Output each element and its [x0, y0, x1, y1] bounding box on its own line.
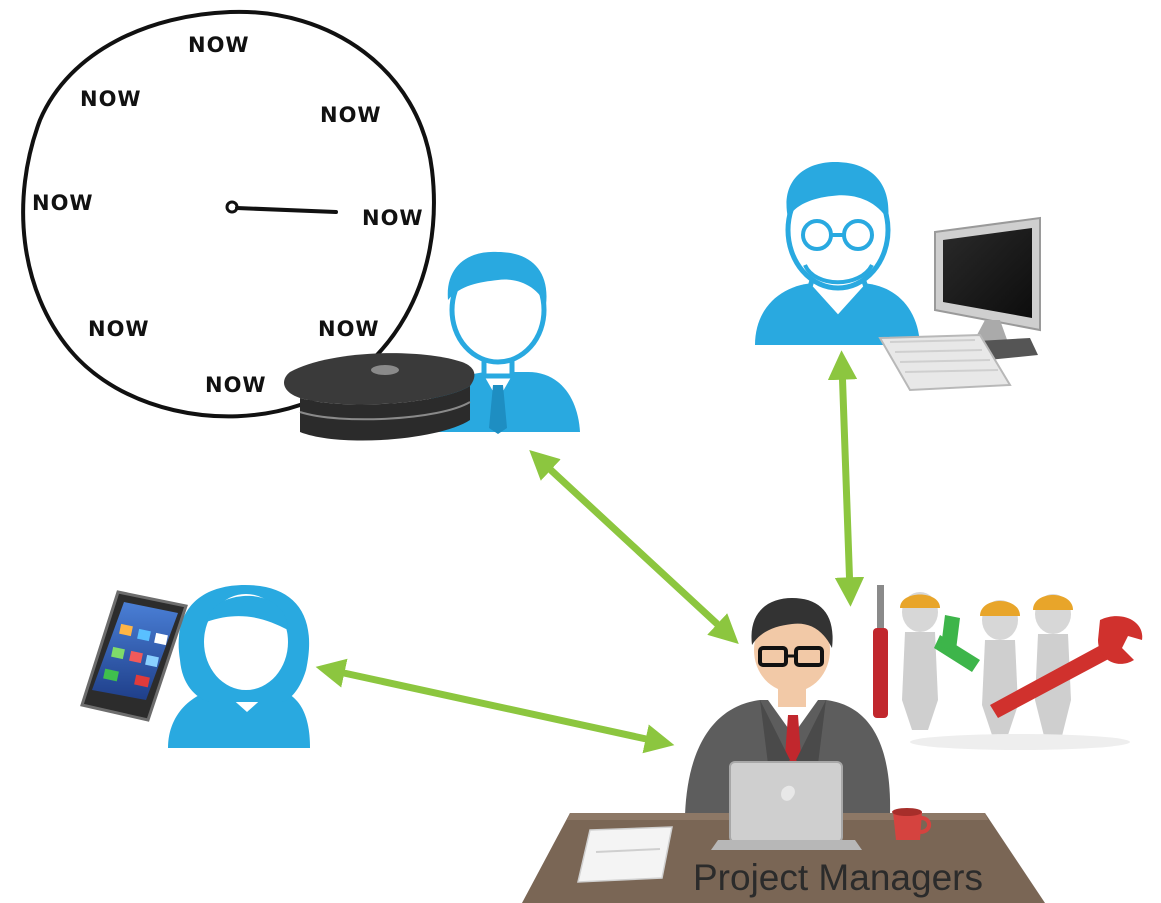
computer-icon: [878, 216, 1041, 392]
tools-icon: [873, 585, 1143, 750]
arrow-manager-to-businessman: [529, 450, 739, 644]
laptop-icon: [711, 761, 862, 850]
clock-icon: NOW NOW NOW NOW NOW NOW NOW NOW: [21, 9, 436, 419]
woman-person-icon: [168, 585, 310, 748]
clock-label: NOW: [32, 191, 94, 215]
developer-person-icon: [755, 162, 920, 345]
clock-label: NOW: [205, 373, 267, 397]
clock-label: NOW: [188, 33, 250, 57]
clock-label: NOW: [320, 103, 382, 127]
clock-label: NOW: [318, 317, 380, 341]
mug-icon: [892, 808, 932, 840]
arrow-manager-to-woman: [315, 658, 675, 754]
clock-label: NOW: [80, 87, 142, 111]
connection-arrows: [315, 350, 865, 754]
clock-label: NOW: [88, 317, 150, 341]
router-icon: [284, 353, 475, 441]
project-managers-label: Project Managers: [693, 857, 983, 898]
clock-label: NOW: [362, 206, 424, 230]
phone-icon: [80, 590, 188, 722]
arrow-manager-to-developer: [827, 350, 865, 607]
